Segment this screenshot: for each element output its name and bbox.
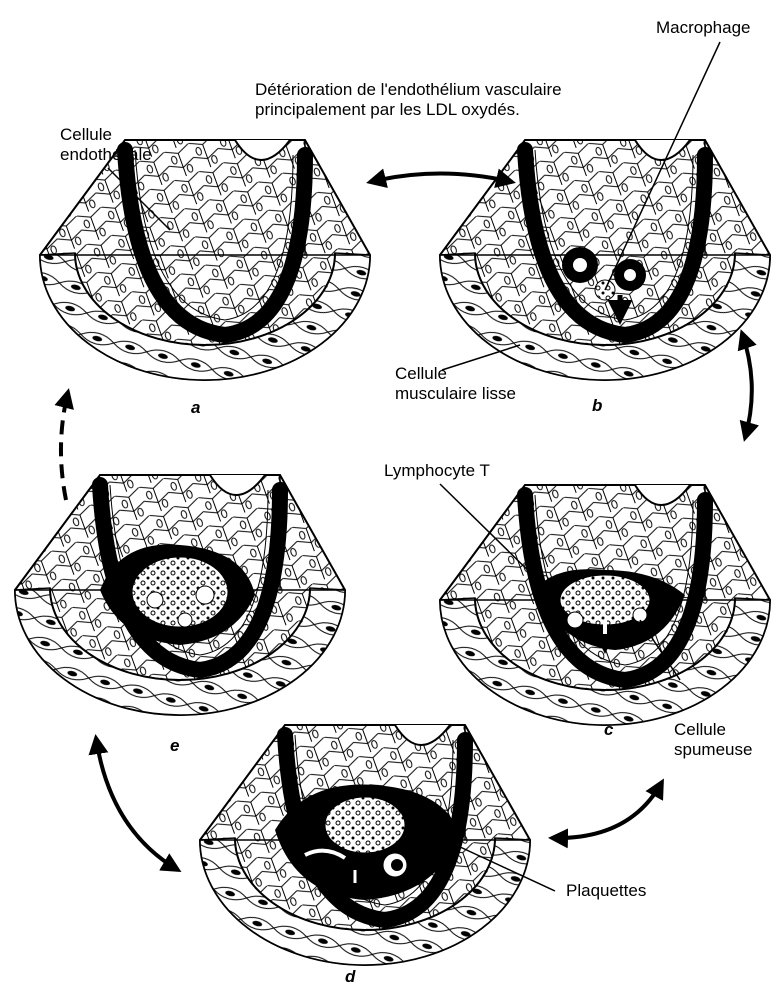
label-cellule-musculaire-1: Cellule [395,364,447,384]
arrow-e-a-dashed [61,392,68,500]
stage-label-a: a [191,398,200,418]
arrow-a-b [370,174,512,183]
label-macrophage: Macrophage [656,18,751,38]
leader-cellule-musculaire [442,345,520,370]
label-cellule-endotheliale-1: Cellule [60,125,112,145]
title-line-2: principalement par les LDL oxydés. [255,100,520,120]
title-line-1: Détérioration de l'endothélium vasculair… [255,80,562,100]
stage-label-b: b [592,396,602,416]
label-cellule-spumeuse-2: spumeuse [674,740,752,760]
stage-label-e: e [170,736,179,756]
arrow-c-d [552,782,662,838]
label-cellule-endotheliale-2: endothéliale [60,145,152,165]
stage-label-c: c [604,720,613,740]
label-plaquettes: Plaquettes [566,881,646,901]
arrow-b-c [742,333,752,438]
vessel-stage-d [200,725,530,965]
label-lymphocyte-t: Lymphocyte T [384,461,490,481]
stage-label-d: d [345,967,355,987]
vessel-stage-a [40,140,370,380]
label-cellule-musculaire-2: musculaire lisse [395,384,516,404]
arrow-d-e [96,738,178,870]
vessel-stage-c [440,485,770,725]
label-cellule-spumeuse-1: Cellule [674,720,726,740]
vessel-stage-e [15,475,345,715]
